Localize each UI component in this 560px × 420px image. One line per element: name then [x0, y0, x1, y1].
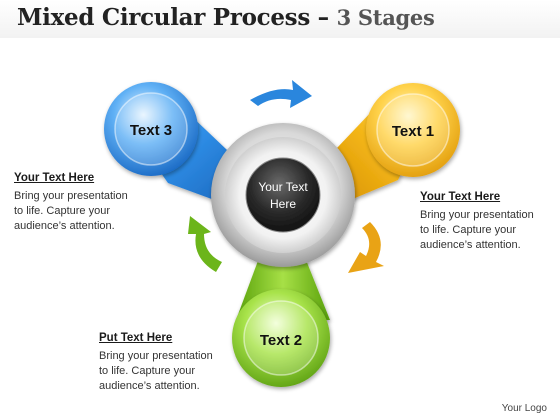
curved-arrow-orange-icon: [348, 222, 384, 273]
description-right: Your Text Here Bring your presentation t…: [420, 190, 534, 253]
page-title: Mixed Circular Process – 3 Stages: [17, 4, 435, 31]
stage-3-label: Text 3: [130, 122, 172, 139]
description-left: Your Text Here Bring your presentation t…: [14, 171, 128, 234]
logo-text: Your Logo: [501, 403, 547, 414]
description-bottom-heading: Put Text Here: [99, 332, 173, 344]
description-bottom: Put Text Here Bring your presentation to…: [99, 331, 213, 394]
center-label-line2: Here: [270, 197, 296, 211]
title-main: Mixed Circular Process –: [17, 4, 329, 31]
stage-1-node: [366, 83, 460, 177]
description-left-heading: Your Text Here: [14, 172, 95, 184]
description-left-body: Bring your presentation to life. Capture…: [14, 190, 128, 232]
center-label-line1: Your Text: [258, 180, 308, 194]
stage-1-label: Text 1: [392, 123, 434, 140]
description-bottom-body: Bring your presentation to life. Capture…: [99, 350, 213, 392]
center-hub: [211, 123, 355, 267]
stage-2-node: [232, 289, 330, 387]
curved-arrow-green-icon: [188, 216, 222, 272]
stage-3-node: [104, 82, 198, 176]
title-bar: Mixed Circular Process – 3 Stages: [0, 0, 560, 38]
description-right-heading: Your Text Here: [420, 191, 501, 203]
curved-arrow-blue-icon: [250, 80, 312, 108]
stage-2-label: Text 2: [260, 332, 302, 349]
description-right-body: Bring your presentation to life. Capture…: [420, 209, 534, 251]
title-sub: 3 Stages: [336, 5, 435, 30]
